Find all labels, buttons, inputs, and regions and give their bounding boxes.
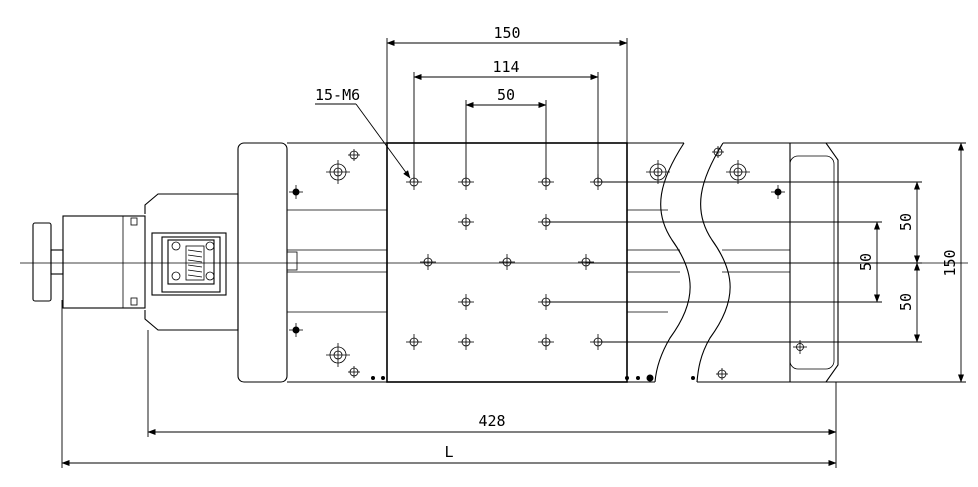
- table-m6-holes: [406, 174, 606, 350]
- dim-150-right-label: 150: [941, 249, 959, 276]
- dim-50-right-upper-label: 50: [897, 213, 915, 231]
- dim-114-label: 114: [492, 58, 519, 76]
- dim-L: L: [61, 300, 837, 468]
- hole-callout: 15-M6: [315, 86, 411, 179]
- dim-50-right-middle: 50: [857, 221, 880, 303]
- dim-150-top-label: 150: [493, 24, 520, 42]
- dim-150-right: 150: [941, 142, 964, 383]
- motor-body: [62, 215, 146, 309]
- handwheel: [32, 222, 64, 302]
- dim-428-label: 428: [478, 412, 505, 430]
- dim-50-right-upper: 50: [897, 181, 920, 264]
- dim-50-right-middle-label: 50: [857, 253, 875, 271]
- dim-50-right-lower: 50: [897, 262, 920, 343]
- dim-50-top: 50: [465, 86, 547, 182]
- coupling-housing: [144, 193, 239, 331]
- coupling: [171, 241, 215, 281]
- end-block: [789, 142, 839, 383]
- break-lines: [654, 142, 731, 383]
- dim-150-top: 150: [386, 24, 628, 143]
- base-mounting-holes: [289, 146, 807, 382]
- dim-50-right-lower-label: 50: [897, 293, 915, 311]
- dim-50-top-label: 50: [497, 86, 515, 104]
- dim-114: 114: [413, 58, 599, 182]
- dim-428: 428: [147, 330, 837, 468]
- right-extension-lines: [546, 142, 966, 383]
- carriage-table: [386, 142, 628, 383]
- end-plate: [237, 142, 288, 383]
- hole-callout-label: 15-M6: [315, 86, 360, 104]
- dim-L-label: L: [444, 443, 453, 461]
- stage-base: [286, 142, 826, 383]
